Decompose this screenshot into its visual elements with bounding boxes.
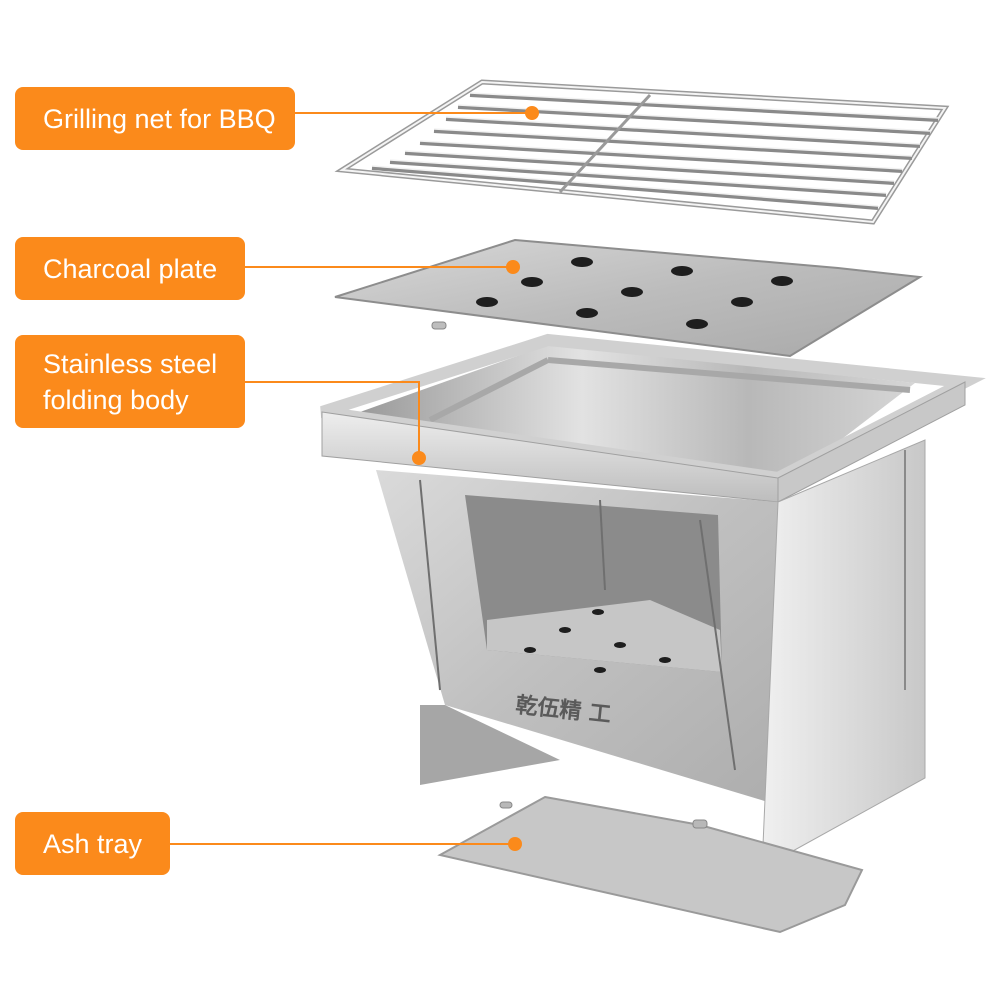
callout-dot	[412, 451, 426, 465]
leader-line	[170, 843, 515, 845]
callout-ash-tray: Ash tray	[15, 812, 170, 875]
leader-line	[418, 381, 420, 453]
leader-line	[245, 266, 510, 268]
callout-label: Stainless steel folding body	[43, 348, 218, 415]
leader-line	[295, 112, 528, 114]
callout-dot	[506, 260, 520, 274]
callout-label: Charcoal plate	[43, 253, 218, 284]
ash-tray-graphic	[437, 795, 864, 934]
callout-label: Ash tray	[43, 828, 143, 859]
leader-line	[245, 381, 420, 383]
grilling-net-graphic	[334, 79, 950, 225]
callout-grilling-net: Grilling net for BBQ	[15, 87, 295, 150]
folding-body-graphic: 乾伍精 工	[320, 333, 986, 869]
charcoal-plate-graphic	[334, 238, 924, 358]
callout-label: Grilling net for BBQ	[43, 103, 276, 134]
callout-charcoal-plate: Charcoal plate	[15, 237, 245, 300]
callout-folding-body: Stainless steel folding body	[15, 335, 245, 428]
callout-dot	[525, 106, 539, 120]
callout-dot	[508, 837, 522, 851]
